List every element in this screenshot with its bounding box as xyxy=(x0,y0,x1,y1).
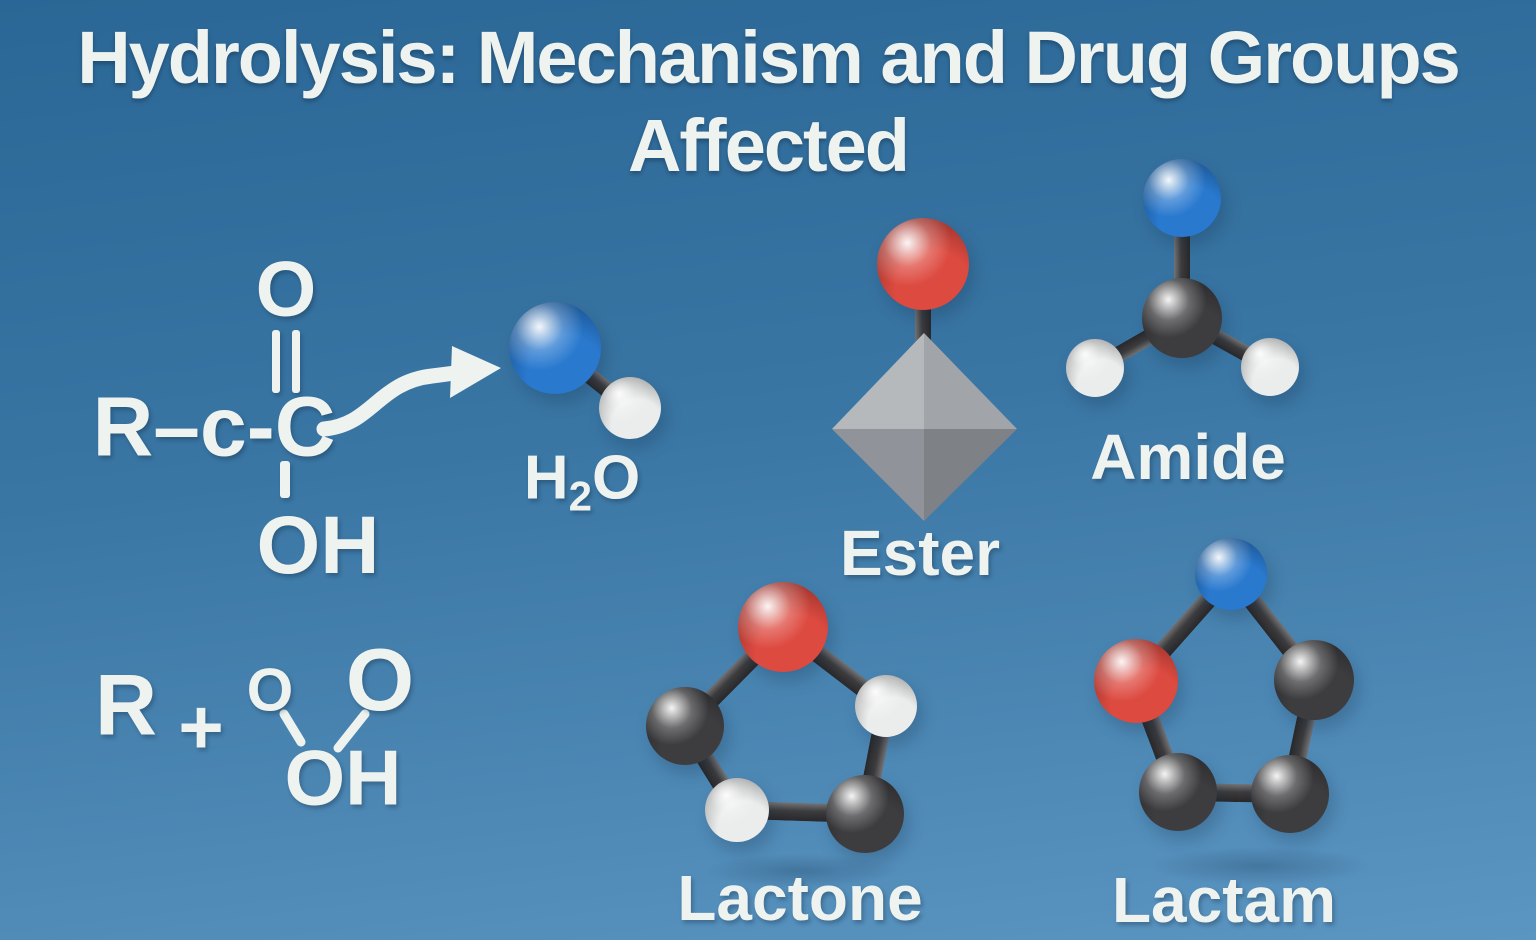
water-h: H xyxy=(523,443,569,513)
page-title: Hydrolysis: Mechanism and Drug Groups Af… xyxy=(0,14,1536,190)
lactone-carbon-atom-left xyxy=(646,687,724,765)
ester-octahedron xyxy=(832,333,1017,521)
lactone-carbon-atom-right xyxy=(826,775,904,853)
oxygen-small-label: O xyxy=(246,656,294,724)
carbonyl-oxygen-label: O xyxy=(255,244,317,333)
water-hydrogen-atom xyxy=(599,377,661,439)
curved-arrow-icon xyxy=(316,346,501,437)
lactone-label: Lactone xyxy=(677,862,923,934)
lactone-hydrogen-atom-upper xyxy=(855,675,917,737)
backbone-label: R–c-C xyxy=(92,379,336,474)
title-line-1: Hydrolysis: Mechanism and Drug Groups xyxy=(77,16,1461,99)
lactone-hydrogen-atom-lower xyxy=(705,778,769,842)
water-subscript: 2 xyxy=(568,472,592,520)
lactam-shadow xyxy=(1110,840,1410,892)
plus-sign: + xyxy=(178,682,224,771)
title-line-2: Affected xyxy=(627,104,910,187)
lactam-carbon-atom-right xyxy=(1274,640,1354,720)
lactam-carbon-atom-bottom-right xyxy=(1251,755,1329,833)
water-oxygen-atom xyxy=(509,302,601,394)
hydroxyl-label: OH xyxy=(256,500,380,591)
double-bond-line xyxy=(272,330,280,393)
water-o: O xyxy=(591,443,641,513)
lactam-oxygen-atom xyxy=(1094,639,1178,723)
amide-hydrogen-atom-right xyxy=(1241,338,1299,396)
amide-label: Amide xyxy=(1090,421,1286,493)
ester-label: Ester xyxy=(839,517,1001,589)
amide-nitrogen-atom xyxy=(1143,159,1221,237)
lactam-carbon-atom-bottom-left xyxy=(1139,753,1217,831)
amide-hydrogen-atom-left xyxy=(1066,339,1124,397)
oxygen-large-label: O xyxy=(345,630,415,729)
amide-carbon-atom xyxy=(1142,278,1222,358)
r-group-label: R xyxy=(94,657,158,754)
lactone-shadow xyxy=(670,848,930,894)
single-bond-line xyxy=(280,461,290,498)
lactone-oxygen-atom xyxy=(738,582,828,672)
product-hydroxyl-label: OH xyxy=(284,733,402,822)
ester-oxygen-atom xyxy=(877,218,969,310)
lactam-label: Lactam xyxy=(1111,864,1337,936)
double-bond-line xyxy=(292,330,300,393)
lactam-nitrogen-atom xyxy=(1195,538,1267,610)
